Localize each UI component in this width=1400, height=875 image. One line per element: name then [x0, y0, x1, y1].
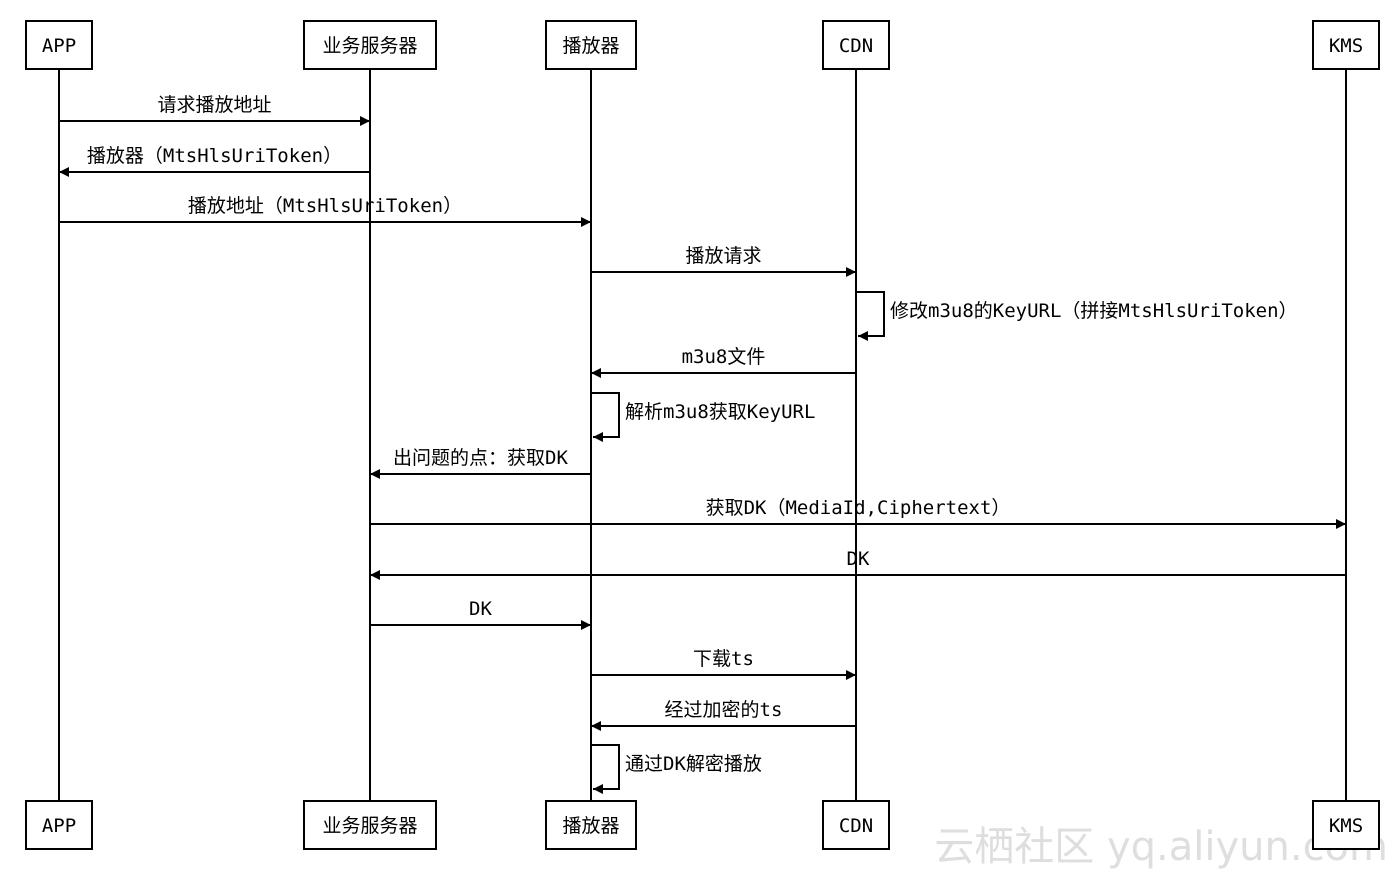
self-message-arrow — [857, 291, 885, 341]
participant-label-app-bottom: APP — [42, 815, 76, 837]
participant-label-player-top: 播放器 — [562, 35, 619, 57]
participant-box-kms-bottom — [1312, 800, 1380, 850]
message-label: 播放地址（MtsHlsUriToken） — [188, 195, 462, 217]
message-label: 通过DK解密播放 — [625, 753, 762, 775]
message-label: 请求播放地址 — [157, 94, 271, 116]
participant-box-biz-top — [303, 20, 437, 70]
message-label: m3u8文件 — [682, 346, 766, 368]
participant-box-app-bottom — [25, 800, 93, 850]
message-label: 出问题的点：获取DK — [393, 447, 568, 469]
participant-label-kms-top: KMS — [1329, 35, 1363, 57]
participant-label-app-top: APP — [42, 35, 76, 57]
message-label: DK — [847, 548, 870, 570]
participant-box-player-top — [545, 20, 637, 70]
participant-label-cdn-top: CDN — [839, 35, 873, 57]
participant-box-biz-bottom — [303, 800, 437, 850]
participant-label-kms-bottom: KMS — [1329, 815, 1363, 837]
participant-label-biz-bottom: 业务服务器 — [322, 815, 417, 837]
message-label: 经过加密的ts — [665, 699, 783, 721]
participant-box-player-bottom — [545, 800, 637, 850]
message-label: 下载ts — [693, 648, 754, 670]
participant-label-cdn-bottom: CDN — [839, 815, 873, 837]
participant-box-cdn-top — [822, 20, 890, 70]
participant-box-app-top — [25, 20, 93, 70]
participant-box-kms-top — [1312, 20, 1380, 70]
message-label: 播放请求 — [685, 245, 761, 267]
participant-label-player-bottom: 播放器 — [562, 815, 619, 837]
message-label: 解析m3u8获取KeyURL — [625, 401, 815, 423]
message-label: 修改m3u8的KeyURL（拼接MtsHlsUriToken） — [890, 300, 1298, 322]
participant-label-biz-top: 业务服务器 — [322, 35, 417, 57]
participant-box-cdn-bottom — [822, 800, 890, 850]
self-message-arrow — [592, 744, 620, 794]
message-label: DK — [469, 598, 492, 620]
message-label: 播放器（MtsHlsUriToken） — [87, 145, 342, 167]
message-label: 获取DK（MediaId,Ciphertext） — [706, 497, 1011, 519]
self-message-arrow — [592, 392, 620, 442]
